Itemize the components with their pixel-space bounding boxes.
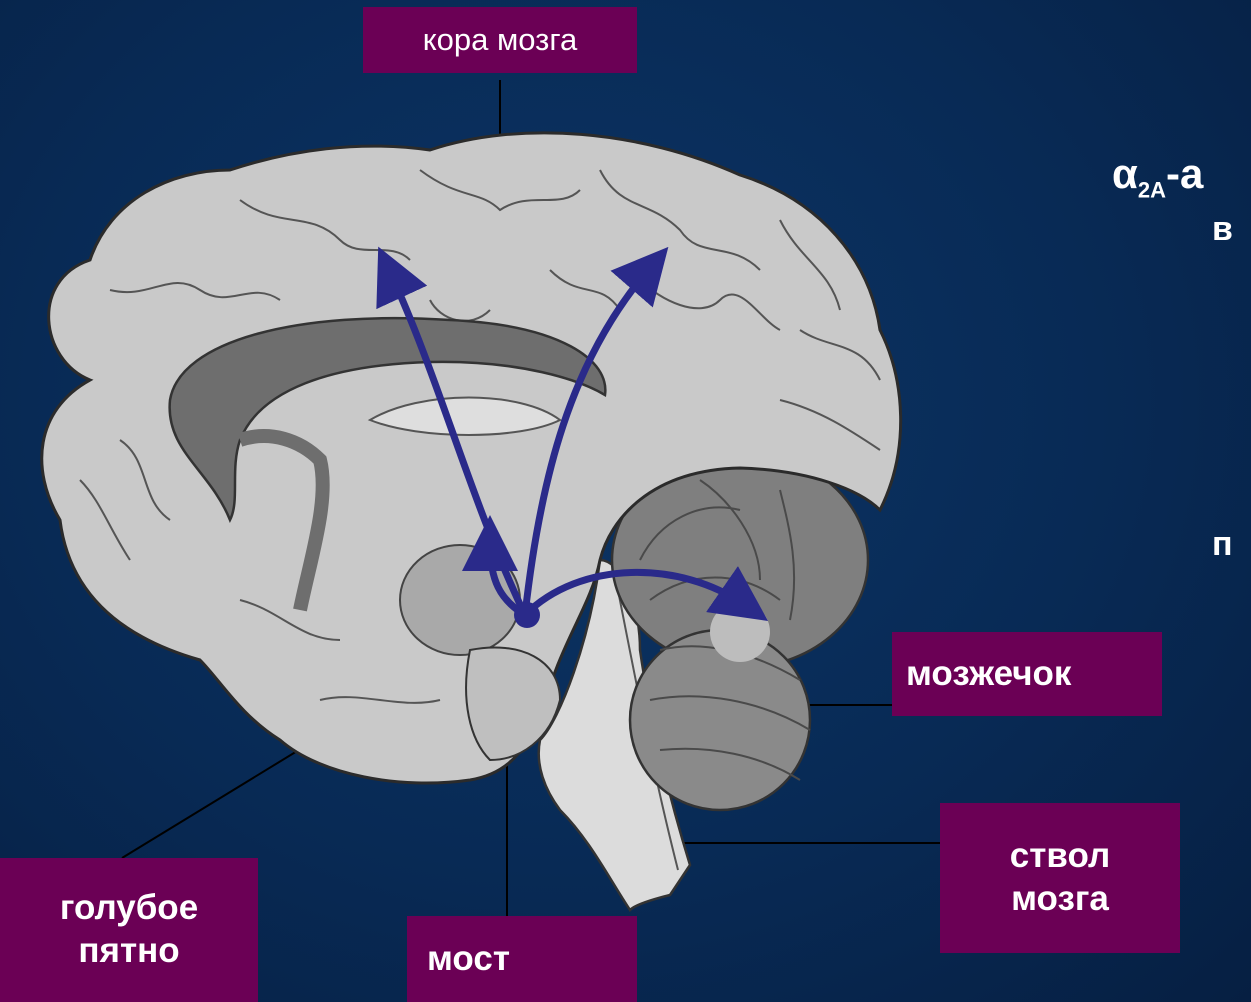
cerebellum-shape [612, 452, 868, 810]
side-text-line-2: в [1212, 210, 1233, 249]
brainstem-label: ствол мозга [940, 803, 1180, 953]
receptor-heading-text: α2A-а [1112, 150, 1203, 203]
alpha-symbol: α [1112, 150, 1138, 197]
pons-label: мост [407, 916, 637, 1002]
cerebellum-label: мозжечок [892, 632, 1162, 716]
alpha-subscript: 2A [1138, 177, 1166, 202]
locus-coeruleus-dot [514, 602, 540, 628]
cortex-label: кора мозга [363, 7, 637, 73]
side-text-line-3: п [1212, 525, 1233, 564]
locus-coeruleus-label: голубое пятно [0, 858, 258, 1002]
receptor-heading-rest: -а [1166, 150, 1203, 197]
